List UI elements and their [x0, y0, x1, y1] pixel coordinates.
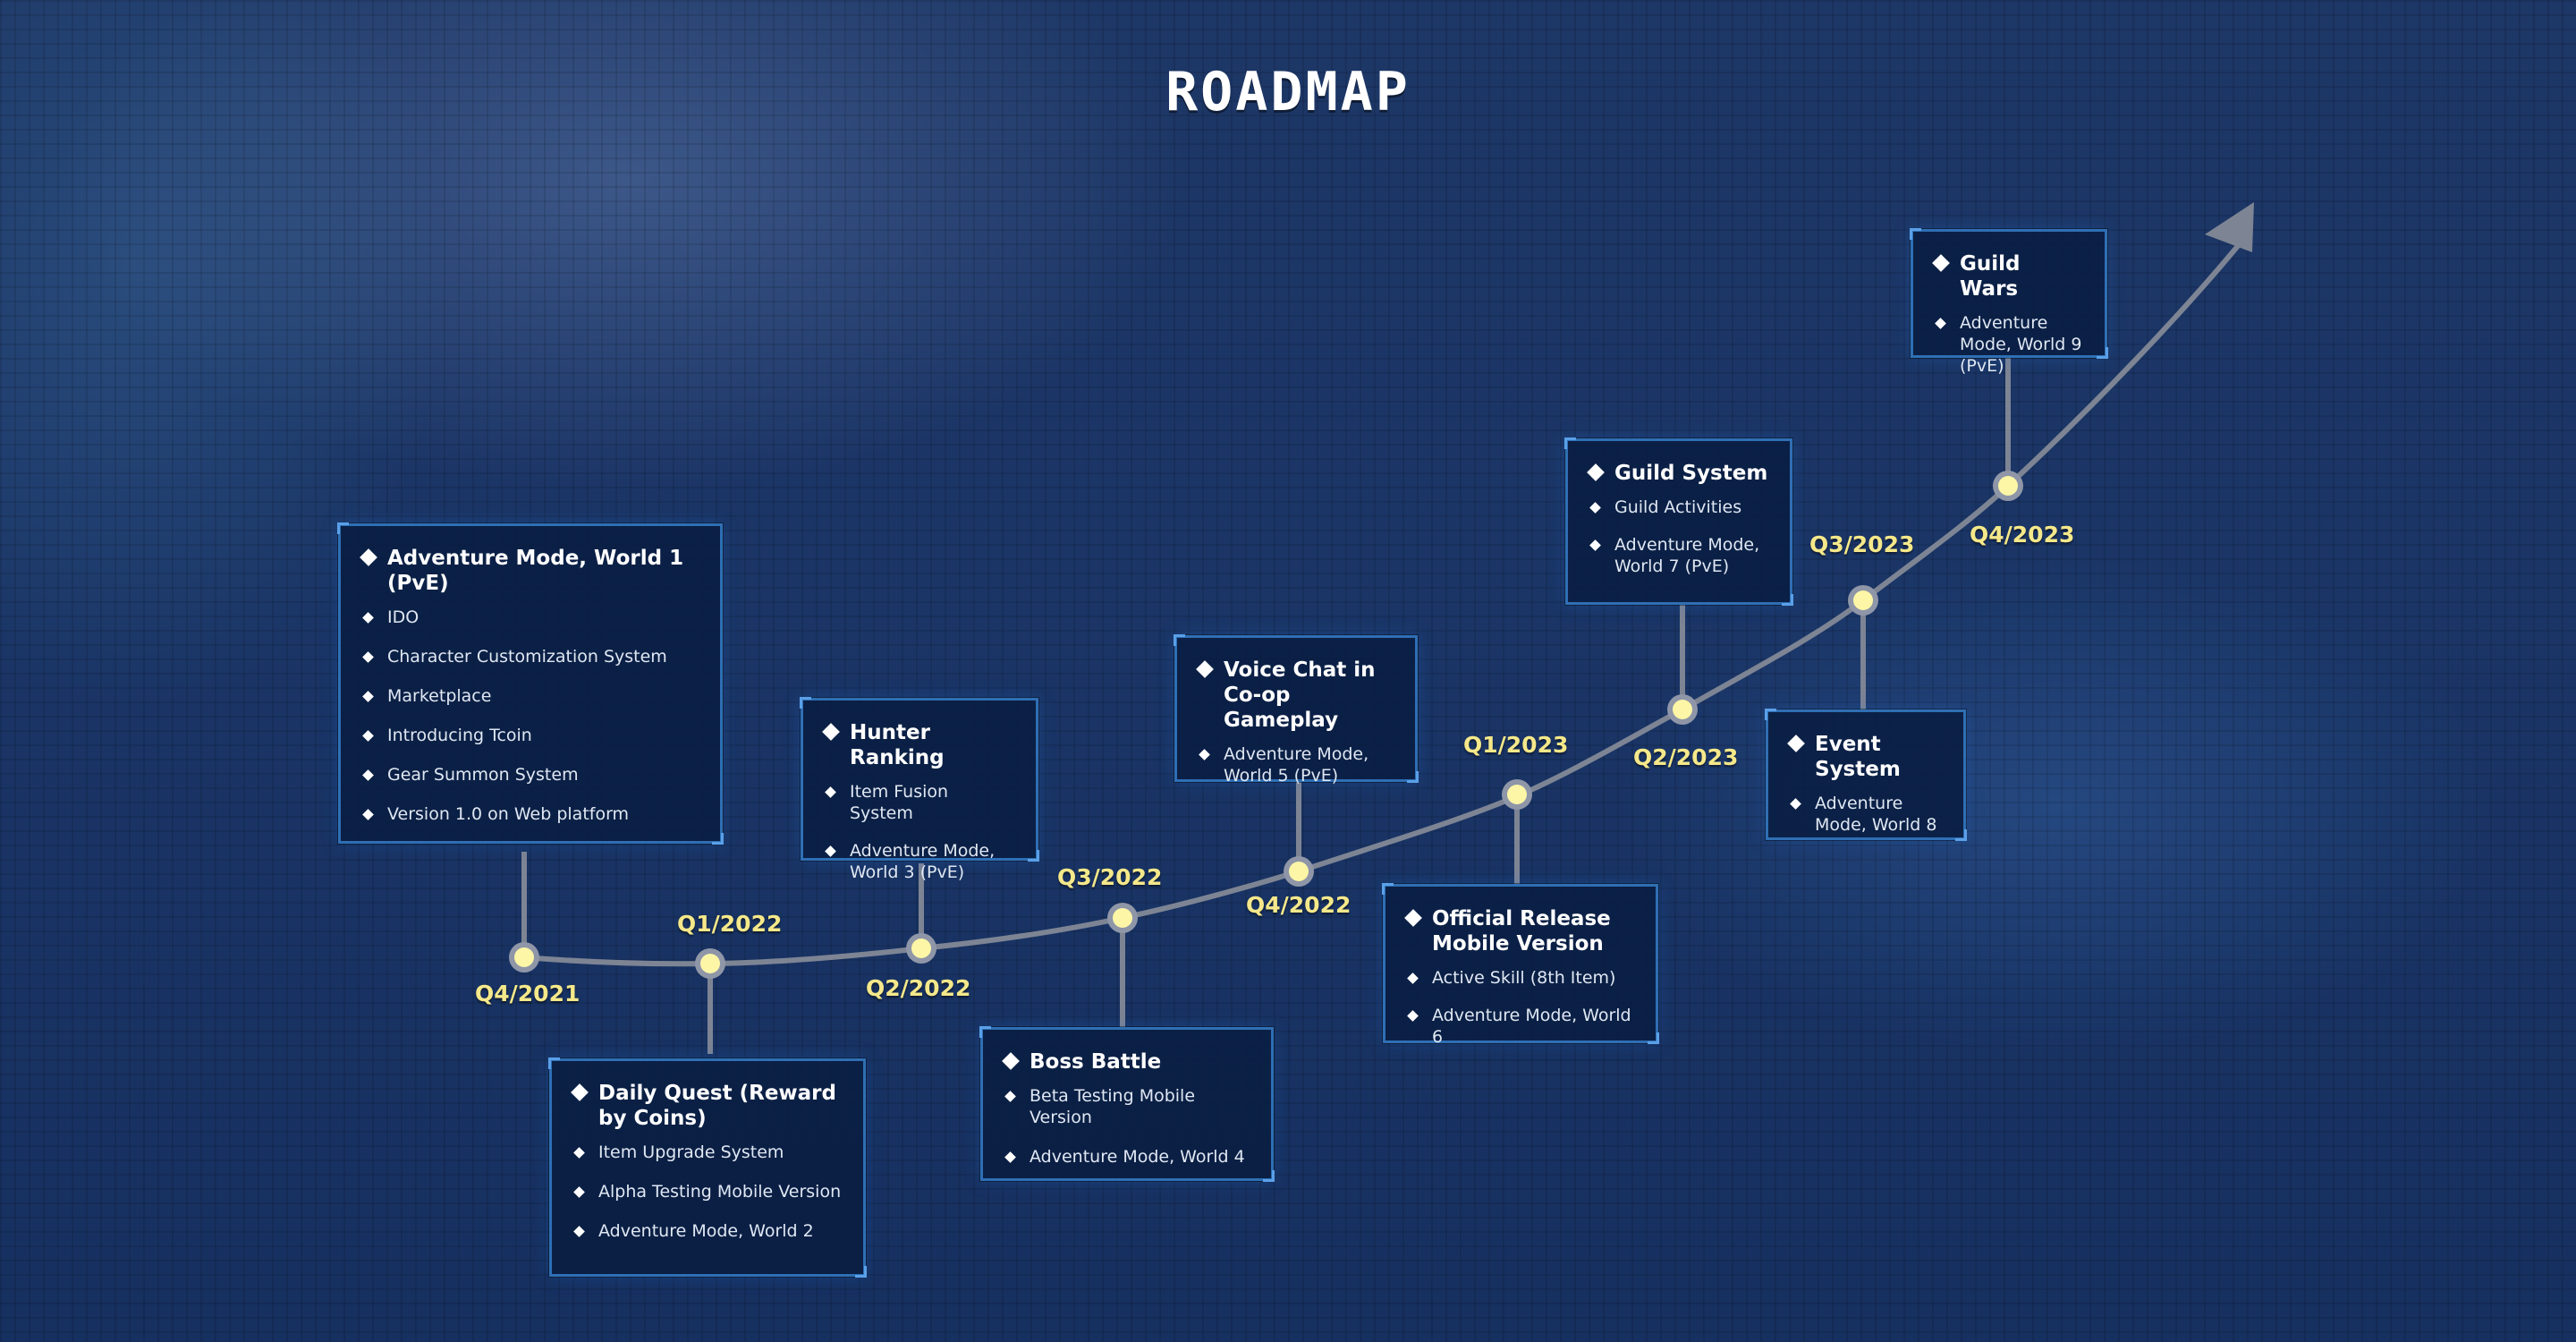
node-q4-2021 — [509, 942, 539, 973]
card-title: Boss Battle — [1003, 1049, 1250, 1074]
list-item: Item Fusion System — [823, 781, 1014, 824]
node-q3-2023 — [1848, 585, 1878, 616]
list-item: Adventure Mode, World 6 — [1405, 1005, 1634, 1048]
list-item: Alpha Testing Mobile Version — [572, 1181, 842, 1202]
node-q4-2023 — [1993, 471, 2023, 501]
timeline-nodes — [509, 471, 2023, 979]
card-items: IDO Character Customization System Marke… — [360, 607, 699, 825]
card-title: Daily Quest (Reward by Coins) — [572, 1081, 842, 1131]
list-item: Adventure Mode, World 9 (PvE) — [1933, 312, 2083, 377]
card-title: Guild System — [1588, 461, 1768, 486]
node-q1-2023 — [1502, 779, 1532, 810]
list-item: Active Skill (8th Item) — [1405, 967, 1634, 989]
quarter-label-q3-2023: Q3/2023 — [1809, 531, 1915, 557]
quarter-label-q1-2022: Q1/2022 — [677, 911, 783, 937]
card-title: Hunter Ranking — [823, 720, 1014, 770]
card-items: Item Fusion System Adventure Mode, World… — [823, 781, 1014, 883]
card-q3-2023: Event System Adventure Mode, World 8 — [1765, 709, 1967, 841]
quarter-label-q3-2022: Q3/2022 — [1057, 864, 1163, 890]
list-item: Version 1.0 on Web platform — [360, 803, 699, 825]
quarter-label-q2-2023: Q2/2023 — [1633, 744, 1739, 770]
card-title: Adventure Mode, World 1 (PvE) — [360, 546, 699, 596]
list-item: Gear Summon System — [360, 764, 699, 786]
quarter-label-q4-2022: Q4/2022 — [1246, 892, 1352, 918]
quarter-label-q1-2023: Q1/2023 — [1463, 732, 1569, 758]
node-q2-2023 — [1667, 694, 1698, 725]
card-items: Active Skill (8th Item) Adventure Mode, … — [1405, 967, 1634, 1048]
card-items: Item Upgrade System Alpha Testing Mobile… — [572, 1142, 842, 1242]
card-items: Adventure Mode, World 5 (PvE) — [1197, 743, 1394, 786]
list-item: Adventure Mode, World 2 — [572, 1220, 842, 1242]
card-q3-2022: Boss Battle Beta Testing Mobile Version … — [979, 1026, 1275, 1182]
list-item: Adventure Mode, World 7 (PvE) — [1588, 534, 1768, 577]
card-title: Event System — [1788, 732, 1942, 782]
card-q4-2023: Guild Wars Adventure Mode, World 9 (PvE) — [1910, 228, 2108, 376]
card-title: Guild Wars — [1933, 251, 2083, 302]
card-q2-2023: Guild System Guild Activities Adventure … — [1564, 437, 1793, 606]
list-item: Beta Testing Mobile Version — [1003, 1085, 1250, 1128]
list-item: Introducing Tcoin — [360, 725, 699, 746]
card-q4-2022: Voice Chat in Co-op Gameplay Adventure M… — [1174, 634, 1419, 786]
quarter-label-q4-2021: Q4/2021 — [475, 981, 580, 1007]
list-item: IDO — [360, 607, 699, 628]
list-item: Adventure Mode, World 5 (PvE) — [1197, 743, 1394, 786]
node-q4-2022 — [1284, 856, 1314, 887]
page-title: ROADMAP — [1165, 61, 1411, 123]
arrow-head-icon — [2205, 202, 2254, 252]
node-q3-2022 — [1107, 903, 1138, 933]
card-items: Beta Testing Mobile Version Adventure Mo… — [1003, 1085, 1250, 1168]
list-item: Item Upgrade System — [572, 1142, 842, 1163]
card-items: Guild Activities Adventure Mode, World 7… — [1588, 497, 1768, 577]
timeline-curve — [521, 239, 2244, 967]
list-item: Marketplace — [360, 685, 699, 707]
card-q1-2022: Daily Quest (Reward by Coins) Item Upgra… — [548, 1057, 867, 1278]
card-title: Official Release Mobile Version — [1405, 906, 1634, 956]
list-item: Adventure Mode, World 4 — [1003, 1146, 1250, 1168]
card-q2-2022: Hunter Ranking Item Fusion System Advent… — [800, 697, 1039, 882]
card-q4-2021: Adventure Mode, World 1 (PvE) IDO Charac… — [337, 522, 724, 845]
card-title: Voice Chat in Co-op Gameplay — [1197, 658, 1394, 733]
card-items: Adventure Mode, World 9 (PvE) — [1933, 312, 2083, 377]
card-q1-2023: Official Release Mobile Version Active S… — [1382, 883, 1659, 1047]
list-item: Character Customization System — [360, 646, 699, 667]
node-q2-2022 — [906, 933, 936, 964]
quarter-label-q2-2022: Q2/2022 — [866, 975, 971, 1001]
list-item: Guild Activities — [1588, 497, 1768, 518]
list-item: Adventure Mode, World 8 — [1788, 793, 1942, 836]
quarter-label-q4-2023: Q4/2023 — [1970, 522, 2075, 548]
card-items: Adventure Mode, World 8 — [1788, 793, 1942, 836]
node-q1-2022 — [695, 948, 725, 979]
list-item: Adventure Mode, World 3 (PvE) — [823, 840, 1014, 883]
